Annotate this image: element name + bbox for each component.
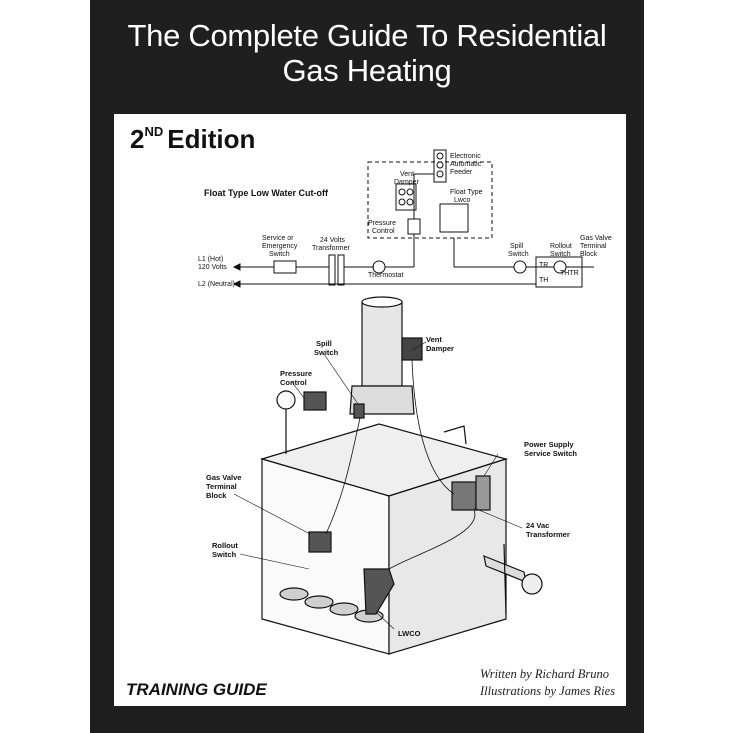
- credits: Written by Richard Bruno Illustrations b…: [480, 666, 615, 700]
- label-service-1: Service or: [262, 235, 294, 242]
- book-cover: The Complete Guide To Residential Gas He…: [90, 0, 644, 733]
- label-vent-2: Damper: [394, 179, 420, 186]
- boiler-illustration: [233, 296, 543, 655]
- boiler-label-pressure-2: Control: [280, 378, 307, 387]
- boiler-label-vent-2: Damper: [426, 344, 454, 353]
- label-thermostat: Thermostat: [368, 272, 403, 279]
- book-title: The Complete Guide To Residential Gas He…: [90, 18, 644, 88]
- label-feeder-2: Automatic: [450, 161, 482, 168]
- boiler-label-rollout-1: Rollout: [212, 541, 238, 550]
- edition-number: 2: [130, 124, 145, 154]
- boiler-label-vent-1: Vent: [426, 335, 442, 344]
- label-service-2: Emergency: [262, 243, 298, 250]
- wiring-labels: L1 (Hot) 120 Volts L2 (Neutral) Service …: [198, 153, 612, 288]
- illustrator-credit: Illustrations by James Ries: [480, 684, 616, 698]
- title-line-2: Gas Heating: [282, 53, 452, 88]
- boiler-label-power-2: Service Switch: [524, 449, 577, 458]
- label-gvtb-1: Gas Valve: [580, 235, 612, 242]
- boiler-label-power-1: Power Supply: [524, 440, 574, 449]
- label-float-2: Lwco: [454, 197, 470, 204]
- boiler-labels: Spill Switch Vent Damper Pressure Contro…: [206, 335, 577, 638]
- boiler-label-pressure-1: Pressure: [280, 369, 312, 378]
- title-line-1: The Complete Guide To Residential: [127, 18, 607, 53]
- label-pressure-1: Pressure: [368, 220, 396, 227]
- label-service-3: Switch: [269, 251, 290, 258]
- series-label: TRAINING GUIDE: [126, 680, 267, 699]
- label-spill-2: Switch: [508, 251, 529, 258]
- label-tr: TR: [539, 262, 548, 269]
- label-float-1: Float Type: [450, 189, 483, 196]
- edition-suffix: ND: [144, 124, 164, 139]
- label-transformer-2: Transformer: [312, 245, 351, 252]
- label-l2-neutral: L2 (Neutral): [198, 281, 235, 288]
- boiler-label-trans-2: Transformer: [526, 530, 570, 539]
- label-thtr: THTR: [560, 270, 579, 277]
- author-credit: Written by Richard Bruno: [480, 667, 610, 681]
- label-rollout-1: Rollout: [550, 243, 572, 250]
- label-pressure-2: Control: [372, 228, 395, 235]
- label-rollout-2: Switch: [550, 251, 571, 258]
- label-feeder-3: Feeder: [450, 169, 473, 176]
- boiler-label-spill-2: Switch: [314, 348, 339, 357]
- label-gvtb-2: Terminal: [580, 243, 607, 250]
- boiler-label-gvtb-1: Gas Valve: [206, 473, 241, 482]
- boiler-label-lwco: LWCO: [398, 629, 421, 638]
- boiler-label-trans-1: 24 Vac: [526, 521, 549, 530]
- boiler-label-gvtb-3: Block: [206, 491, 227, 500]
- label-th: TH: [539, 277, 548, 284]
- cover-panel: Float Type Low Water Cut-off: [114, 114, 626, 706]
- boiler-label-rollout-2: Switch: [212, 550, 237, 559]
- cover-illustration: Float Type Low Water Cut-off: [198, 149, 612, 655]
- label-vent-1: Vent: [400, 171, 414, 178]
- label-l1-volts: 120 Volts: [198, 264, 227, 271]
- label-spill-1: Spill: [510, 243, 524, 250]
- label-transformer-1: 24 Volts: [320, 237, 345, 244]
- label-l1-hot: L1 (Hot): [198, 256, 223, 263]
- label-gvtb-3: Block: [580, 251, 598, 258]
- boiler-label-spill-1: Spill: [316, 339, 332, 348]
- edition-word: Edition: [167, 124, 256, 154]
- wiring-diagram: Float Type Low Water Cut-off: [204, 149, 594, 288]
- wiring-heading: Float Type Low Water Cut-off: [204, 188, 329, 198]
- boiler-label-gvtb-2: Terminal: [206, 482, 237, 491]
- label-feeder-1: Electronic: [450, 153, 481, 160]
